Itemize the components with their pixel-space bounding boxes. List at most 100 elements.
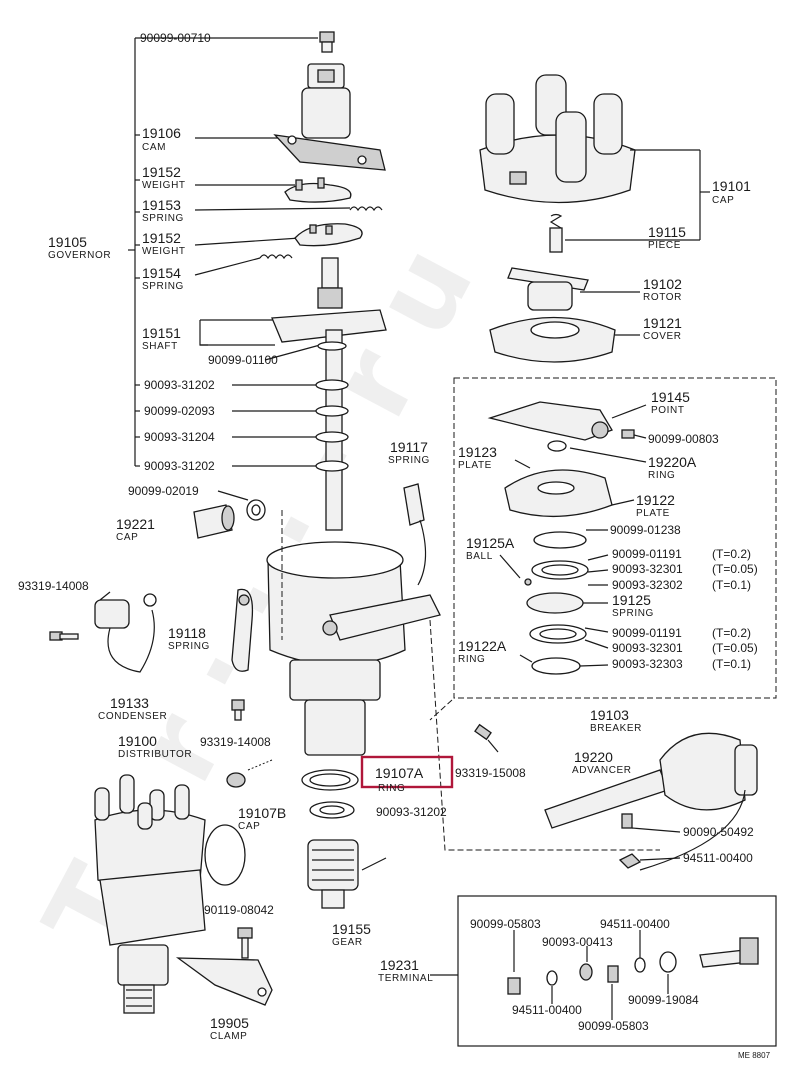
label-condenser: CONDENSER bbox=[98, 711, 167, 722]
label-19125: 19125 bbox=[612, 592, 651, 608]
label-19100: 19100 bbox=[118, 733, 157, 749]
label-19105: 19105 bbox=[48, 234, 87, 250]
breaker-leaders bbox=[499, 404, 647, 667]
left-leaders bbox=[194, 37, 351, 501]
label-19107a: 19107A bbox=[375, 765, 424, 781]
label-t01-a: (T=0.1) bbox=[712, 578, 751, 592]
spring-19153 bbox=[349, 206, 383, 212]
label-shaft: SHAFT bbox=[142, 341, 178, 352]
label-cap-b: CAP bbox=[238, 821, 260, 832]
label-cap-a: CAP bbox=[116, 532, 138, 543]
rotor-19102 bbox=[507, 267, 589, 311]
right-bracket-19101 bbox=[565, 149, 710, 336]
label-t02-b: (T=0.2) bbox=[712, 626, 751, 640]
advancer-19220 bbox=[544, 732, 758, 829]
label-93319-14008-a: 93319-14008 bbox=[18, 579, 89, 593]
label-90099-05803-a: 90099-05803 bbox=[470, 917, 541, 931]
label-19152-a: 19152 bbox=[142, 164, 181, 180]
label-spring-a: SPRING bbox=[142, 213, 184, 224]
label-90099-02093: 90099-02093 bbox=[144, 404, 215, 418]
screw-90099-00710 bbox=[319, 31, 335, 53]
terminal-parts bbox=[507, 937, 759, 995]
clamp-19905 bbox=[175, 957, 273, 1006]
label-clamp: CLAMP bbox=[210, 1031, 247, 1042]
label-19145: 19145 bbox=[651, 389, 690, 405]
label-piece: PIECE bbox=[648, 240, 681, 251]
label-94511-00400-c: 94511-00400 bbox=[512, 1003, 582, 1017]
label-terminal: TERMINAL bbox=[378, 973, 433, 984]
label-90099-01100: 90099-01100 bbox=[208, 353, 278, 367]
spring-19118 bbox=[231, 588, 254, 672]
cover-19121 bbox=[489, 316, 616, 363]
label-19221: 19221 bbox=[116, 516, 155, 532]
label-ring-a: RING bbox=[378, 783, 405, 794]
label-93319-14008-b: 93319-14008 bbox=[200, 735, 271, 749]
label-90090-50492: 90090-50492 bbox=[683, 825, 754, 839]
label-90099-02019: 90099-02019 bbox=[128, 484, 199, 498]
label-weight-a: WEIGHT bbox=[142, 180, 186, 191]
label-advancer: ADVANCER bbox=[572, 765, 632, 776]
governor-bracket bbox=[128, 37, 225, 467]
label-19153: 19153 bbox=[142, 197, 181, 213]
label-19106: 19106 bbox=[142, 125, 181, 141]
screw-90090-50492 bbox=[621, 813, 681, 833]
label-19220: 19220 bbox=[574, 749, 613, 765]
footer-code: ME 8807 bbox=[738, 1051, 771, 1060]
label-90099-01191-b: 90099-01191 bbox=[612, 626, 682, 640]
label-19103: 19103 bbox=[590, 707, 629, 723]
label-94511-00400-a: 94511-00400 bbox=[683, 851, 753, 865]
label-90099-01191-a: 90099-01191 bbox=[612, 547, 682, 561]
screw-93319-15008 bbox=[474, 723, 499, 753]
label-90093-00413: 90093-00413 bbox=[542, 935, 613, 949]
label-spring-c: SPRING bbox=[168, 641, 210, 652]
label-90099-00710: 90099-00710 bbox=[140, 31, 211, 45]
label-spring-e: SPRING bbox=[612, 608, 654, 619]
label-19101: 19101 bbox=[712, 178, 751, 194]
label-93319-15008: 93319-15008 bbox=[455, 766, 526, 780]
distributor-assembly bbox=[94, 774, 246, 1014]
label-90093-32301-b: 90093-32301 bbox=[612, 641, 683, 655]
label-19102: 19102 bbox=[643, 276, 682, 292]
label-ball: BALL bbox=[466, 551, 493, 562]
plate-19123 bbox=[504, 469, 613, 518]
label-90093-32303: 90093-32303 bbox=[612, 657, 683, 671]
label-90093-32302: 90093-32302 bbox=[612, 578, 683, 592]
breaker-box bbox=[453, 377, 777, 699]
label-spring-d: SPRING bbox=[388, 455, 430, 466]
label-19117: 19117 bbox=[390, 439, 428, 455]
label-point: POINT bbox=[651, 405, 685, 416]
label-weight-b: WEIGHT bbox=[142, 246, 186, 257]
breaker-rings bbox=[524, 531, 589, 675]
label-cover: COVER bbox=[643, 331, 682, 342]
terminal-leaders bbox=[513, 930, 669, 1020]
gear-19155 bbox=[307, 839, 387, 909]
label-19155: 19155 bbox=[332, 921, 371, 937]
condenser-19133 bbox=[94, 591, 157, 673]
label-90093-31202-a: 90093-31202 bbox=[144, 378, 215, 392]
screw-93319-14008b bbox=[231, 699, 245, 721]
label-19220a: 19220A bbox=[648, 454, 697, 470]
label-19107b: 19107B bbox=[238, 805, 286, 821]
label-19125a: 19125A bbox=[466, 535, 515, 551]
label-plate-b: PLATE bbox=[636, 508, 670, 519]
spring-19154 bbox=[259, 254, 293, 260]
label-19121: 19121 bbox=[643, 315, 682, 331]
label-19133: 19133 bbox=[110, 695, 149, 711]
label-19122a: 19122A bbox=[458, 638, 507, 654]
label-plate-a: PLATE bbox=[458, 460, 492, 471]
weight-upper bbox=[284, 177, 352, 203]
label-19151: 19151 bbox=[142, 325, 181, 341]
label-t02-a: (T=0.2) bbox=[712, 547, 751, 561]
ring-19107a-part bbox=[301, 769, 359, 791]
shaft-washers bbox=[315, 341, 349, 472]
label-90093-31204: 90093-31204 bbox=[144, 430, 215, 444]
spring-19117 bbox=[403, 483, 427, 586]
ring-19220a bbox=[547, 440, 567, 452]
label-19123: 19123 bbox=[458, 444, 497, 460]
label-90099-05803-b: 90099-05803 bbox=[578, 1019, 649, 1033]
label-cam: CAM bbox=[142, 142, 166, 153]
point-19145 bbox=[487, 401, 635, 441]
label-90099-00803: 90099-00803 bbox=[648, 432, 719, 446]
